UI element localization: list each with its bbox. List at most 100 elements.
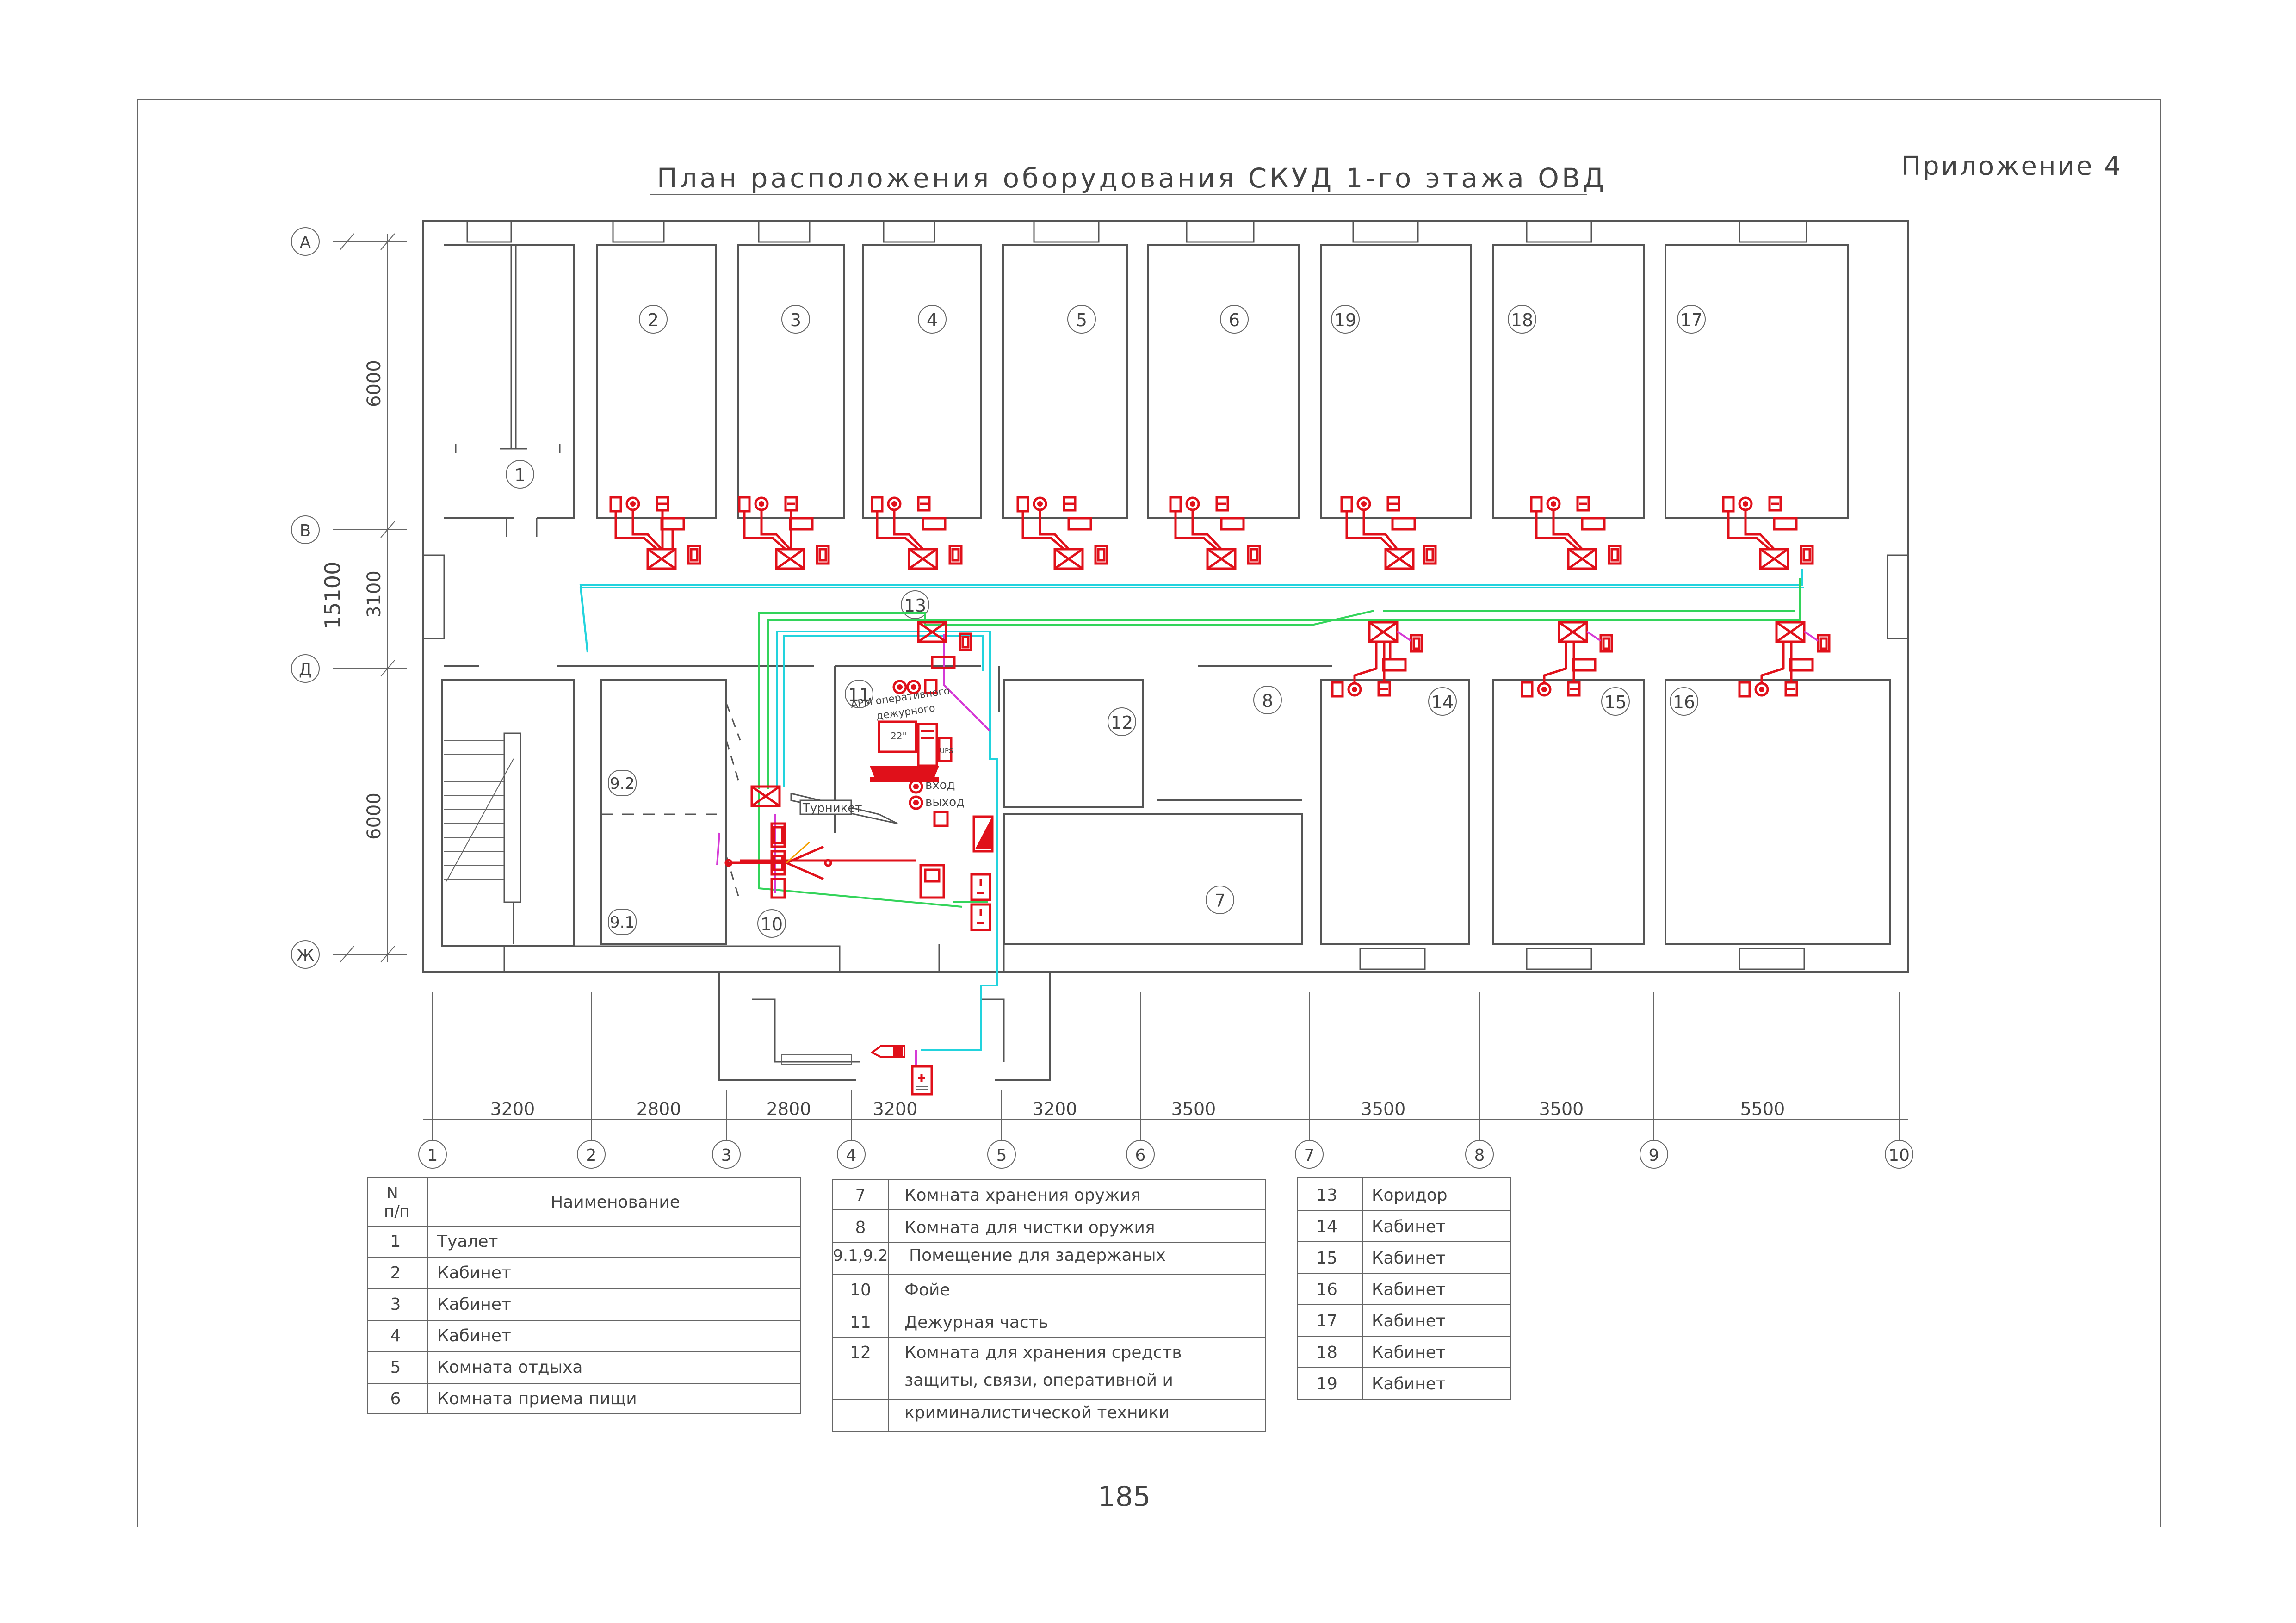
room-label-9-2: 9.2 [610, 774, 635, 793]
axis-zh: Ж [297, 946, 315, 965]
axis-numbers: 1 2 3 4 5 6 7 8 9 10 3200 2800 2800 3200… [418, 992, 1913, 1169]
legend-row-no: 12 [850, 1343, 871, 1362]
legend-row-no: 2 [390, 1264, 401, 1282]
room-label-6: 6 [1229, 310, 1240, 330]
legend-row-name: Комната отдыха [437, 1358, 583, 1377]
room-label-12: 12 [1111, 712, 1133, 733]
appendix-label: Приложение 4 [1901, 151, 2123, 181]
legend-row-name: Помещение для задержаных [909, 1246, 1166, 1265]
axis-4: 4 [846, 1146, 857, 1165]
axis-9: 9 [1649, 1146, 1659, 1165]
room-label-3: 3 [790, 310, 801, 330]
axis-v: В [300, 521, 311, 540]
entry-label: вход [925, 778, 955, 792]
legend-row-name: Фойе [904, 1281, 950, 1300]
room-label-7: 7 [1214, 891, 1225, 911]
legend-row-no: 17 [1316, 1312, 1337, 1331]
legend-row-name: Кабинет [437, 1264, 511, 1282]
staircase [444, 732, 521, 944]
equipment-room-15 [1521, 621, 1613, 698]
room-label-11: 11 [848, 685, 870, 705]
dim-h-2: 2800 [637, 1099, 681, 1119]
legend-row-no: 10 [850, 1281, 871, 1300]
legend-row-name: криминалистической техники [904, 1403, 1170, 1422]
legend-row-no: 1 [390, 1232, 401, 1251]
axis-1: 1 [427, 1146, 438, 1165]
room-label-9-1: 9.1 [610, 913, 635, 932]
room-label-14: 14 [1431, 692, 1454, 712]
legend-row-name: Кабинет [1372, 1312, 1446, 1331]
room-label-1: 1 [514, 465, 526, 485]
bottom-windows [1359, 948, 1805, 970]
legend-row-no: 8 [855, 1218, 866, 1237]
axis-6: 6 [1135, 1146, 1146, 1165]
top-windows [466, 220, 1807, 243]
equipment-room-18 [1530, 496, 1622, 570]
legend-row-no: 16 [1316, 1280, 1337, 1299]
legend-header-no: N [386, 1184, 398, 1202]
legend-row-no: 14 [1316, 1217, 1337, 1236]
room-label-4: 4 [927, 310, 938, 330]
equipment-duty-room: АРМ оперативного дежурного 22" UPS вход … [850, 621, 994, 931]
room-label-15: 15 [1604, 692, 1627, 712]
legend-row-name: Кабинет [437, 1295, 511, 1314]
dim-h-1: 3200 [490, 1099, 535, 1119]
sheet-frame [137, 99, 2161, 1527]
legend-row-no: 7 [855, 1186, 866, 1205]
room-label-10: 10 [761, 914, 783, 935]
room-label-2: 2 [648, 310, 659, 330]
legend-table-1: N п/п Наименование 1 Туалет 2 Кабинет 3 … [367, 1177, 801, 1414]
building-walls [422, 220, 1909, 1081]
legend-row-name: Кабинет [1372, 1217, 1446, 1236]
equipment-room-16 [1738, 621, 1831, 698]
axis-7: 7 [1304, 1146, 1315, 1165]
dim-6000-top: 6000 [364, 360, 385, 407]
equipment-room-2 [609, 496, 701, 570]
legend-row-name: Комната для чистки оружия [904, 1218, 1155, 1237]
axis-10: 10 [1888, 1146, 1910, 1165]
dim-6000-bottom: 6000 [364, 793, 385, 840]
axis-2: 2 [586, 1146, 597, 1165]
legend-row-no: 13 [1316, 1186, 1337, 1205]
monitor-label: 22" [891, 731, 907, 742]
legend-row-name: Комната хранения оружия [904, 1186, 1140, 1205]
legend-row-no: 15 [1316, 1249, 1337, 1268]
axis-8: 8 [1474, 1146, 1485, 1165]
legend-row-no: 18 [1316, 1343, 1337, 1362]
room-label-16: 16 [1673, 692, 1695, 712]
axis-a: А [300, 233, 311, 252]
equipment-room-17 [1722, 496, 1814, 570]
legend-row-name: Кабинет [1372, 1343, 1446, 1362]
axis-d: Д [299, 660, 312, 679]
room-label-8: 8 [1262, 691, 1273, 711]
legend-row-name: Кабинет [1372, 1375, 1446, 1394]
dim-3100: 3100 [364, 570, 385, 618]
cable-routes [579, 569, 1804, 1066]
dim-h-3: 2800 [767, 1099, 811, 1119]
legend-row-name: Комната приема пищи [437, 1389, 637, 1408]
dim-h-6: 3500 [1171, 1099, 1216, 1119]
drawing-title: План расположения оборудования СКУД 1-го… [657, 162, 1607, 194]
room-label-5: 5 [1076, 310, 1087, 330]
dim-h-7: 3500 [1361, 1099, 1406, 1119]
legend-row-name: Кабинет [437, 1326, 511, 1345]
legend-row-name: Туалет [437, 1232, 498, 1251]
legend-row-name: Дежурная часть [904, 1313, 1048, 1332]
access-equipment: АРМ оперативного дежурного 22" UPS вход … [609, 496, 1831, 1096]
equipment-room-19 [1340, 496, 1437, 570]
legend-header-np: п/п [384, 1202, 410, 1221]
ups-label: UPS [940, 747, 953, 755]
legend-table-2: 7 Комната хранения оружия 8 Комната для … [832, 1179, 1266, 1432]
equipment-room-3 [738, 496, 830, 570]
legend-row-no: 5 [390, 1358, 401, 1377]
legend-row-no: 6 [390, 1389, 401, 1408]
legend-table-3: 13 Коридор 14 Кабинет 15 Кабинет 16 Каби… [1297, 1177, 1511, 1400]
axis-letters: А В Д Ж 15100 6000 3100 6000 [291, 227, 407, 969]
dim-15100: 15100 [320, 562, 345, 629]
legend-header-name: Наименование [551, 1193, 680, 1212]
page-number: 185 [1098, 1481, 1151, 1513]
legend-row-no: 11 [850, 1313, 871, 1332]
legend-row-name: Кабинет [1372, 1280, 1446, 1299]
equipment-room-5 [1016, 496, 1108, 570]
